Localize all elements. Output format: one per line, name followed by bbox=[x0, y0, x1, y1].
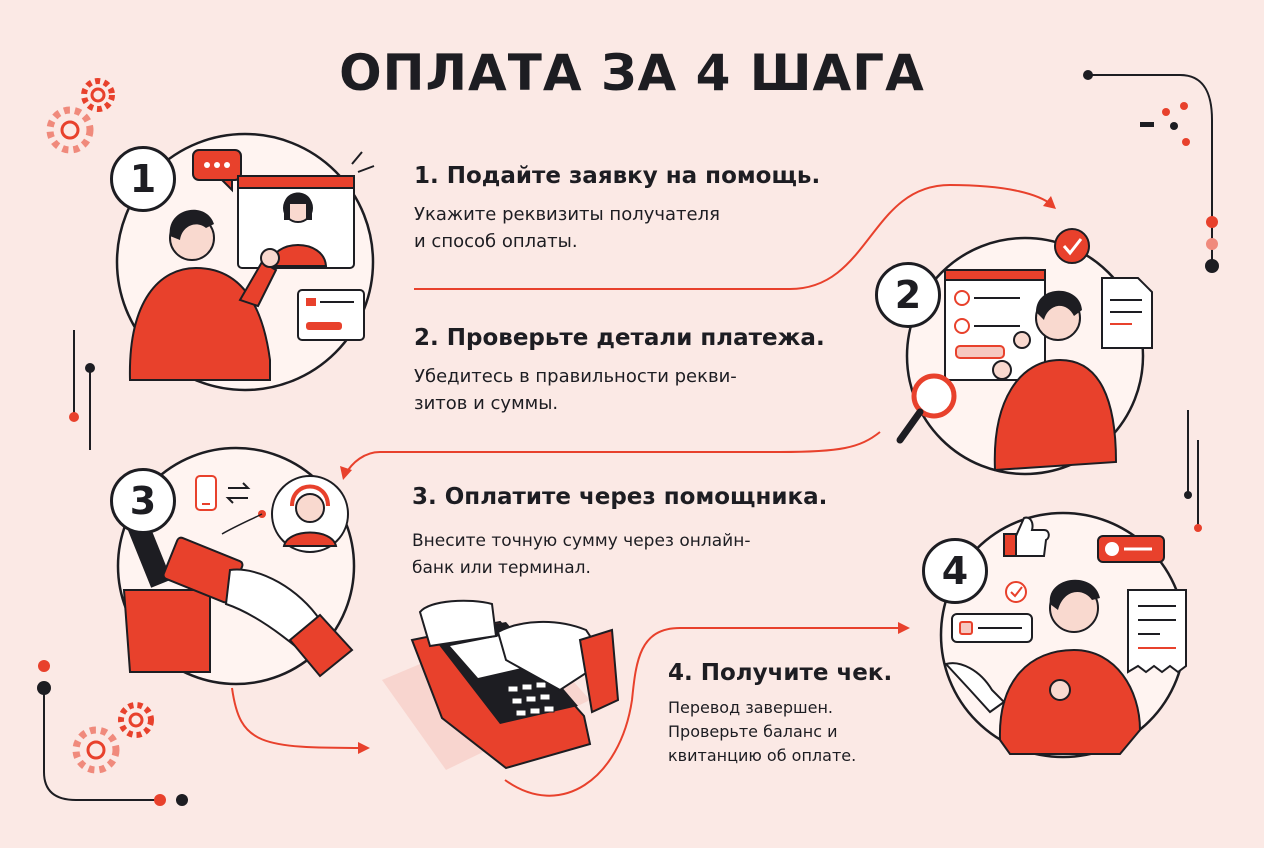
step-description: Перевод завершен. Проверьте баланс и кви… bbox=[668, 696, 892, 768]
flow-arrow-3-terminal bbox=[231, 687, 366, 749]
step-description-line: Укажите реквизиты получателя bbox=[414, 204, 720, 225]
gear-icon bbox=[46, 78, 154, 774]
step-number-badge: 4 bbox=[922, 538, 988, 604]
flow-arrow-2-3 bbox=[344, 431, 881, 476]
step-4-text: 4. Получите чек. Перевод завершен. Прове… bbox=[668, 660, 892, 768]
step-heading: 4. Получите чек. bbox=[668, 660, 893, 686]
step-description-line: Внесите точную сумму через онлайн- bbox=[412, 531, 751, 551]
step-number-badge: 2 bbox=[875, 262, 941, 328]
flow-arrow-terminal-4 bbox=[504, 627, 905, 797]
step-description-line: банк или терминал. bbox=[412, 558, 591, 578]
scene-3-pay bbox=[116, 446, 356, 686]
checkmark-icon bbox=[1054, 228, 1090, 264]
step-description-line: и способ оплаты. bbox=[414, 231, 578, 252]
scene-2-check bbox=[896, 228, 1153, 476]
step-2-text: 2. Проверьте детали платежа. Убедитесь в… bbox=[414, 325, 825, 417]
page-title: ОПЛАТА ЗА 4 ШАГА bbox=[339, 44, 925, 102]
document-icon bbox=[1101, 277, 1153, 349]
magnifier-icon bbox=[896, 373, 957, 444]
step-description-line: Перевод завершен. bbox=[668, 698, 834, 717]
step-number-badge: 3 bbox=[110, 468, 176, 534]
side-decor-dots bbox=[37, 70, 1219, 806]
step-heading: 2. Проверьте детали платежа. bbox=[414, 325, 825, 351]
phone-icon bbox=[195, 475, 217, 511]
step-description: Убедитесь в правильности рекви- зитов и … bbox=[414, 363, 825, 417]
thumbs-up-icon bbox=[1003, 516, 1050, 557]
transfer-arrows-icon bbox=[225, 482, 251, 504]
side-decor-lines bbox=[43, 74, 1213, 801]
flow-arrow-1-2 bbox=[414, 183, 1053, 290]
receipt-icon bbox=[1127, 589, 1187, 674]
step-description: Укажите реквизиты получателя и способ оп… bbox=[414, 201, 820, 255]
step-description-line: Проверьте баланс и bbox=[668, 722, 838, 741]
arrowhead-1 bbox=[1043, 196, 1056, 209]
step-description-line: Убедитесь в правильности рекви- bbox=[414, 366, 737, 387]
step-3-text: 3. Оплатите через помощника. Внесите точ… bbox=[412, 484, 827, 582]
step-number-badge: 1 bbox=[110, 146, 176, 212]
step-description-line: квитанцию об оплате. bbox=[668, 746, 857, 765]
flow-lines bbox=[231, 183, 1053, 797]
chat-bubble-icon bbox=[192, 149, 242, 193]
step-description: Внесите точную сумму через онлайн- банк … bbox=[412, 528, 827, 582]
headset-agent-icon bbox=[271, 475, 349, 553]
arrowhead-2 bbox=[340, 466, 352, 480]
scene-4-receipt bbox=[939, 511, 1187, 759]
step-heading: 1. Подайте заявку на помощь. bbox=[414, 163, 821, 189]
scene-1-application bbox=[115, 132, 375, 392]
step-heading: 3. Оплатите через помощника. bbox=[412, 484, 828, 510]
step-description-line: зитов и суммы. bbox=[414, 393, 559, 414]
arrow-heads bbox=[340, 196, 1056, 754]
arrowhead-4 bbox=[898, 622, 910, 634]
step-1-text: 1. Подайте заявку на помощь. Укажите рек… bbox=[414, 163, 820, 255]
arrowhead-3 bbox=[358, 742, 370, 754]
payment-terminal-icon bbox=[382, 599, 620, 770]
